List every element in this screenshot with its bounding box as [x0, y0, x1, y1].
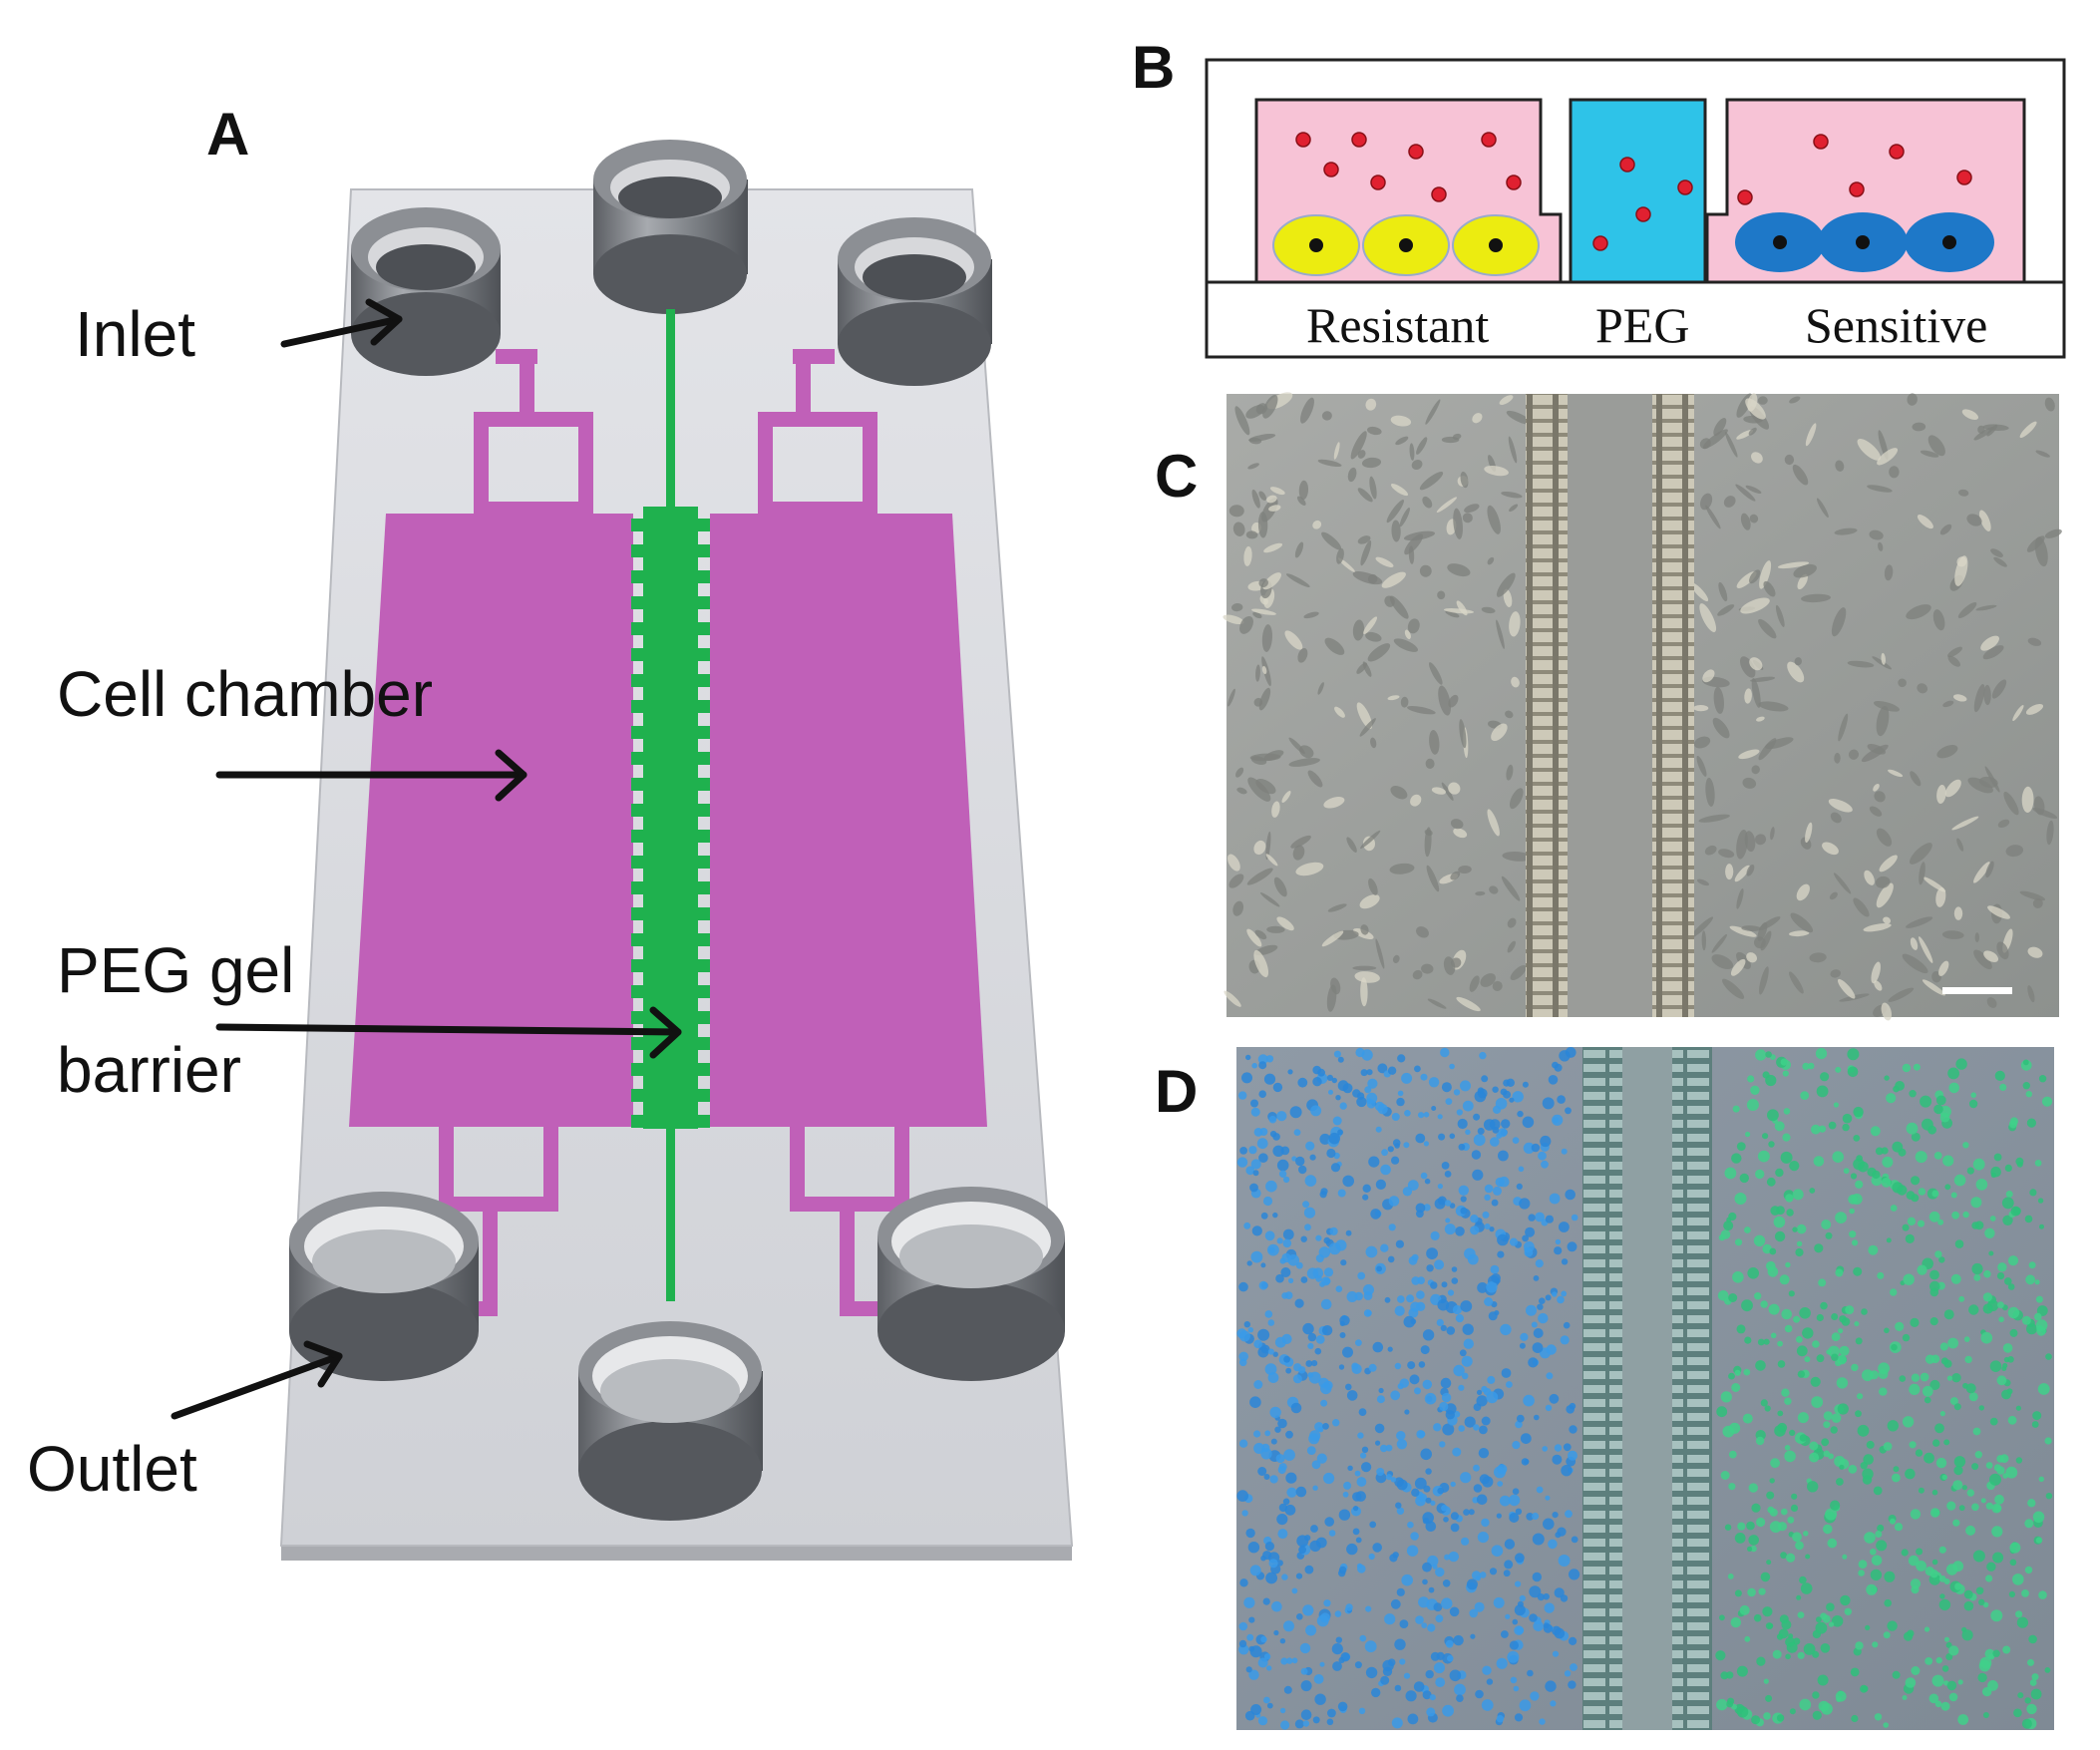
peg-gel-barrier [631, 507, 710, 1129]
label-peg-gel-line2: barrier [57, 1034, 241, 1106]
arrow-cell-chamber [215, 749, 527, 802]
panel-d-letter: D [1155, 1058, 1198, 1125]
channel-rail-left-d [1582, 1047, 1622, 1730]
barrier-channel-top [666, 309, 675, 509]
well-outlet-left [289, 1192, 479, 1381]
channel-rail-left-c [1526, 394, 1568, 1017]
well-inlet-center [593, 140, 748, 314]
panel-c: C [1155, 392, 2062, 1021]
well-inlet-left [351, 207, 501, 376]
resistant-cells [1272, 214, 1540, 276]
well-outlet-right [877, 1187, 1065, 1381]
blue-stained-cells [1236, 1047, 1580, 1730]
panel-a: A [27, 101, 1074, 1561]
chamber-left [349, 349, 633, 1316]
green-stained-cells [1715, 1048, 2053, 1730]
label-sensitive: Sensitive [1805, 297, 1987, 353]
channel-rail-right-c [1652, 394, 1694, 1017]
channel-rail-right-d [1672, 1047, 1712, 1730]
arrow-inlet [280, 298, 403, 348]
label-band [1205, 280, 2066, 359]
phase-contrast-cells [1223, 392, 2062, 1021]
panel-c-letter: C [1155, 443, 1198, 510]
panel-a-letter: A [206, 101, 249, 168]
well-inlet-right [838, 217, 992, 386]
arrow-outlet [171, 1340, 343, 1420]
chip-base-side [281, 1546, 1072, 1561]
label-peg: PEG [1595, 297, 1689, 353]
panel-d: D [1155, 1047, 2054, 1730]
panel-b: B [1132, 34, 2066, 359]
label-resistant: Resistant [1306, 297, 1489, 353]
label-cell-chamber: Cell chamber [57, 658, 433, 730]
chamber-right [710, 349, 987, 1316]
sensitive-cells [1735, 212, 1994, 272]
label-peg-gel-line1: PEG gel [57, 934, 294, 1006]
well-outlet-center [578, 1321, 763, 1521]
gel-channel-d [1622, 1047, 1672, 1730]
arrow-peg-barrier [215, 1006, 682, 1059]
label-outlet: Outlet [27, 1433, 197, 1505]
barrier-channel-bottom [666, 1127, 675, 1301]
gel-channel-c [1568, 394, 1652, 1017]
scale-bar [1942, 987, 2012, 994]
drug-molecules [1295, 132, 1972, 251]
panel-b-letter: B [1132, 34, 1175, 101]
label-inlet: Inlet [75, 298, 195, 370]
